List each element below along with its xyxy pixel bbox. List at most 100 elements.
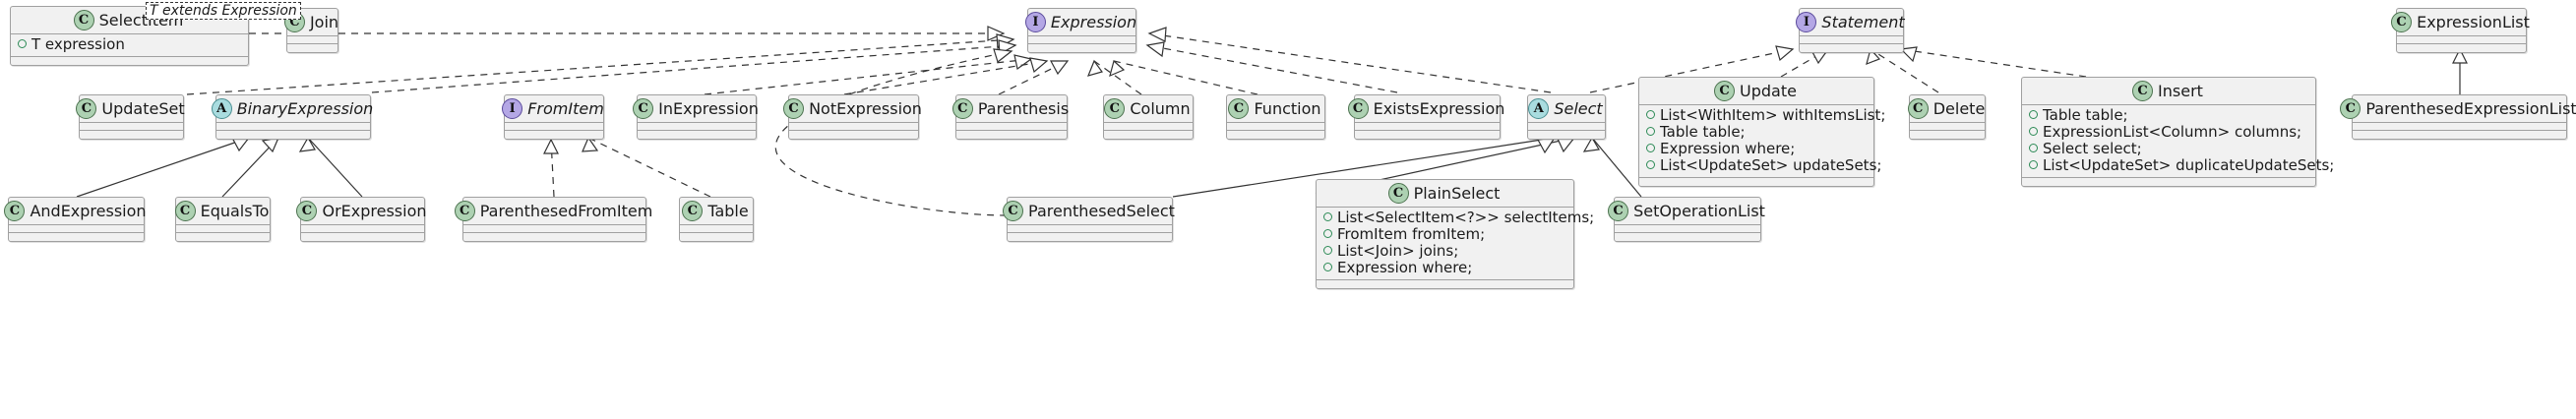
visibility-public-icon	[1323, 263, 1332, 271]
class-fields-compartment	[505, 122, 603, 130]
class-fields-compartment	[2397, 35, 2526, 43]
class-member-label: T expression	[31, 35, 125, 53]
class-badge-icon: C	[783, 98, 805, 119]
class-methods-compartment	[1355, 130, 1500, 139]
class-methods-compartment	[287, 43, 337, 52]
class-member-label: List<Join> joins;	[1337, 242, 1459, 260]
class-fields-compartment	[680, 224, 753, 232]
visibility-public-icon	[1646, 110, 1655, 119]
edge-inexpression-expression	[704, 54, 1033, 95]
class-methods-compartment	[301, 232, 424, 241]
class-badge-icon: C	[1347, 98, 1369, 119]
class-members-compartment: Table table;ExpressionList<Column> colum…	[2022, 104, 2334, 177]
class-member-label: List<WithItem> withItemsList;	[1660, 106, 1886, 124]
class-name-label: ParenthesedFromItem	[479, 201, 653, 220]
class-methods-compartment	[956, 130, 1067, 139]
class-name-label: ExistsExpression	[1373, 98, 1505, 118]
class-member-row: ExpressionList<Column> columns;	[2029, 124, 2308, 141]
class-members-compartment: List<WithItem> withItemsList;Table table…	[1639, 104, 1885, 177]
class-member-label: Expression where;	[1660, 140, 1796, 157]
class-member-label: List<UpdateSet> updateSets;	[1660, 156, 1882, 174]
edge-notexpression-expression	[843, 57, 1049, 95]
class-name-label: AndExpression	[30, 201, 147, 220]
class-name-label: Update	[1740, 81, 1797, 100]
class-badge-icon: C	[633, 98, 654, 119]
class-badge-icon: C	[2391, 12, 2413, 32]
class-methods-compartment	[1317, 279, 1573, 288]
visibility-public-icon	[2029, 110, 2038, 119]
class-fields-compartment	[1008, 224, 1172, 232]
class-methods-compartment	[1639, 177, 1873, 186]
class-member-row: Select select;	[2029, 141, 2308, 157]
class-fields-compartment	[1104, 122, 1193, 130]
edge-function-expression	[1109, 59, 1258, 95]
class-badge-icon: C	[1104, 98, 1126, 119]
class-name-label: Table	[707, 201, 749, 220]
class-member-row: List<UpdateSet> duplicateUpdateSets;	[2029, 157, 2334, 174]
edge-column-expression	[1086, 59, 1142, 95]
class-fields-compartment	[638, 122, 756, 130]
abstract-badge-icon: A	[211, 98, 232, 119]
class-member-row: Expression where;	[1646, 141, 1867, 157]
class-badge-icon: C	[951, 98, 973, 119]
class-methods-compartment	[1104, 130, 1193, 139]
edge-existsexpression-expression	[1145, 41, 1398, 93]
class-fields-compartment	[956, 122, 1067, 130]
class-member-label: List<UpdateSet> duplicateUpdateSets;	[2043, 156, 2335, 174]
class-member-row: List<UpdateSet> updateSets;	[1646, 157, 1881, 174]
visibility-public-icon	[1646, 127, 1655, 136]
class-members-compartment: T expression	[11, 33, 248, 56]
class-member-label: Select select;	[2043, 140, 2142, 157]
class-methods-compartment	[1528, 130, 1605, 139]
class-fields-compartment	[463, 224, 645, 232]
class-member-label: FromItem fromItem;	[1337, 225, 1486, 243]
class-name-label: Select	[1554, 98, 1603, 118]
class-methods-compartment	[680, 232, 753, 241]
class-methods-compartment	[1227, 130, 1324, 139]
class-member-row: FromItem fromItem;	[1323, 226, 1566, 243]
visibility-public-icon	[18, 39, 27, 48]
class-name-label: InExpression	[658, 98, 759, 118]
class-member-row: List<Join> joins;	[1323, 243, 1566, 260]
visibility-public-icon	[1323, 212, 1332, 221]
class-name-label: OrExpression	[322, 201, 427, 220]
class-fields-compartment	[176, 224, 270, 232]
class-name-label: Delete	[1932, 98, 1986, 118]
